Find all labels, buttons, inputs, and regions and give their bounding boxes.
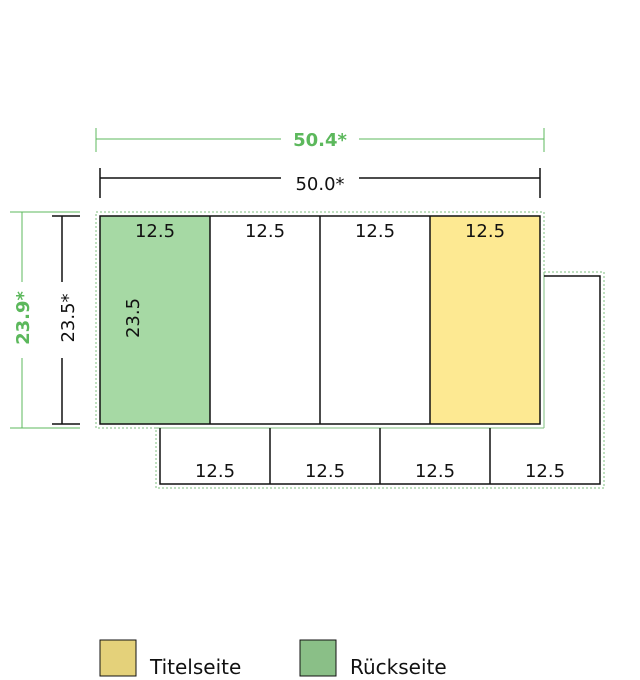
legend-label: Titelseite [149,655,241,679]
legend-item-title-page: Titelseite [99,639,241,679]
back-panel [100,216,210,424]
legend-label: Rückseite [350,655,447,679]
legend: Titelseite Rückseite [99,639,447,679]
outer-height-label: 23.9* [13,291,34,345]
top-panel-width-label: 12.5 [355,221,395,242]
bottom-panel-width-label: 12.5 [195,461,235,482]
legend-swatch [299,639,337,677]
bottom-strip-bleed-outline [155,271,605,489]
outer-width-dimension: 50.4* [95,128,545,152]
legend-swatch [99,639,137,677]
inner-width-label: 50.0* [295,174,344,195]
inner-height-dimension: 23.5* [52,215,80,425]
inner-width-dimension: 50.0* [99,168,541,198]
bottom-strip: 12.5 12.5 12.5 12.5 [159,275,601,485]
bottom-panel-width-label: 12.5 [525,461,565,482]
outer-height-dimension: 23.9* [10,211,80,429]
top-panel-width-label: 12.5 [135,221,175,242]
back-panel-height-label: 23.5 [123,298,144,338]
top-panel-width-label: 12.5 [245,221,285,242]
inner-height-label: 23.5* [58,293,79,342]
outer-width-label: 50.4* [293,130,347,151]
top-strip: 12.5 12.5 12.5 12.5 23.5 [99,215,541,425]
bottom-panel-width-label: 12.5 [415,461,455,482]
legend-item-back-page: Rückseite [299,639,447,679]
title-panel [430,216,540,424]
bottom-strip-outline [159,275,601,485]
top-panel-width-label: 12.5 [465,221,505,242]
bottom-panel-width-label: 12.5 [305,461,345,482]
